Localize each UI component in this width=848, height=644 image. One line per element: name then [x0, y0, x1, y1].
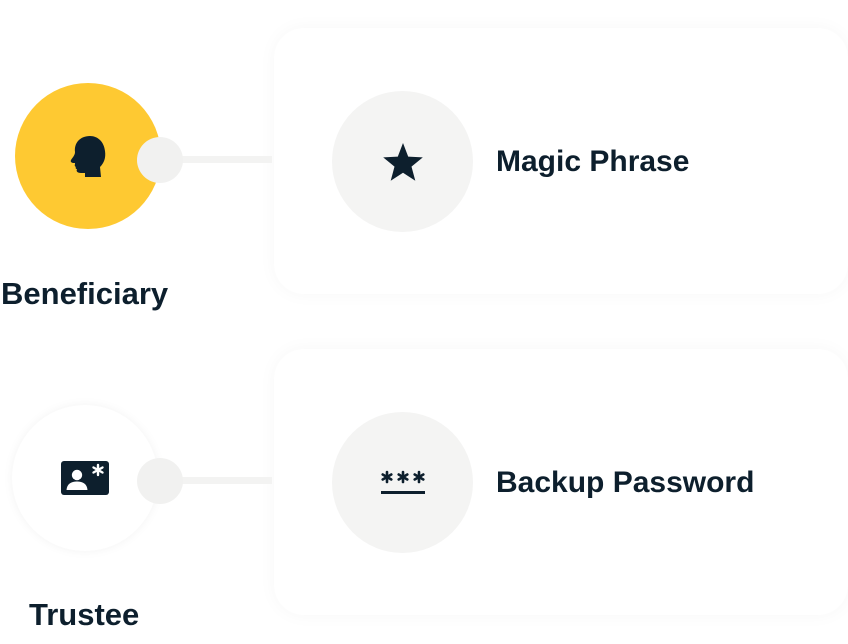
role-circle-trustee[interactable]: [12, 405, 158, 551]
head-silhouette-icon: [68, 134, 108, 178]
connector-line: [172, 477, 272, 484]
role-circle-beneficiary[interactable]: [15, 83, 161, 229]
option-circle-backup-password[interactable]: [332, 412, 473, 553]
option-label-magic-phrase: Magic Phrase: [496, 145, 690, 178]
star-icon: [382, 142, 424, 182]
password-asterisks-icon: [380, 469, 426, 497]
id-card-icon: [60, 460, 110, 496]
role-label-trustee: Trustee: [29, 597, 140, 632]
connector-dot: [137, 137, 183, 183]
connector-dot: [137, 458, 183, 504]
option-label-backup-password: Backup Password: [496, 466, 755, 499]
option-circle-magic-phrase[interactable]: [332, 91, 473, 232]
connector-line: [172, 156, 272, 163]
role-label-beneficiary: Beneficiary: [1, 276, 169, 311]
